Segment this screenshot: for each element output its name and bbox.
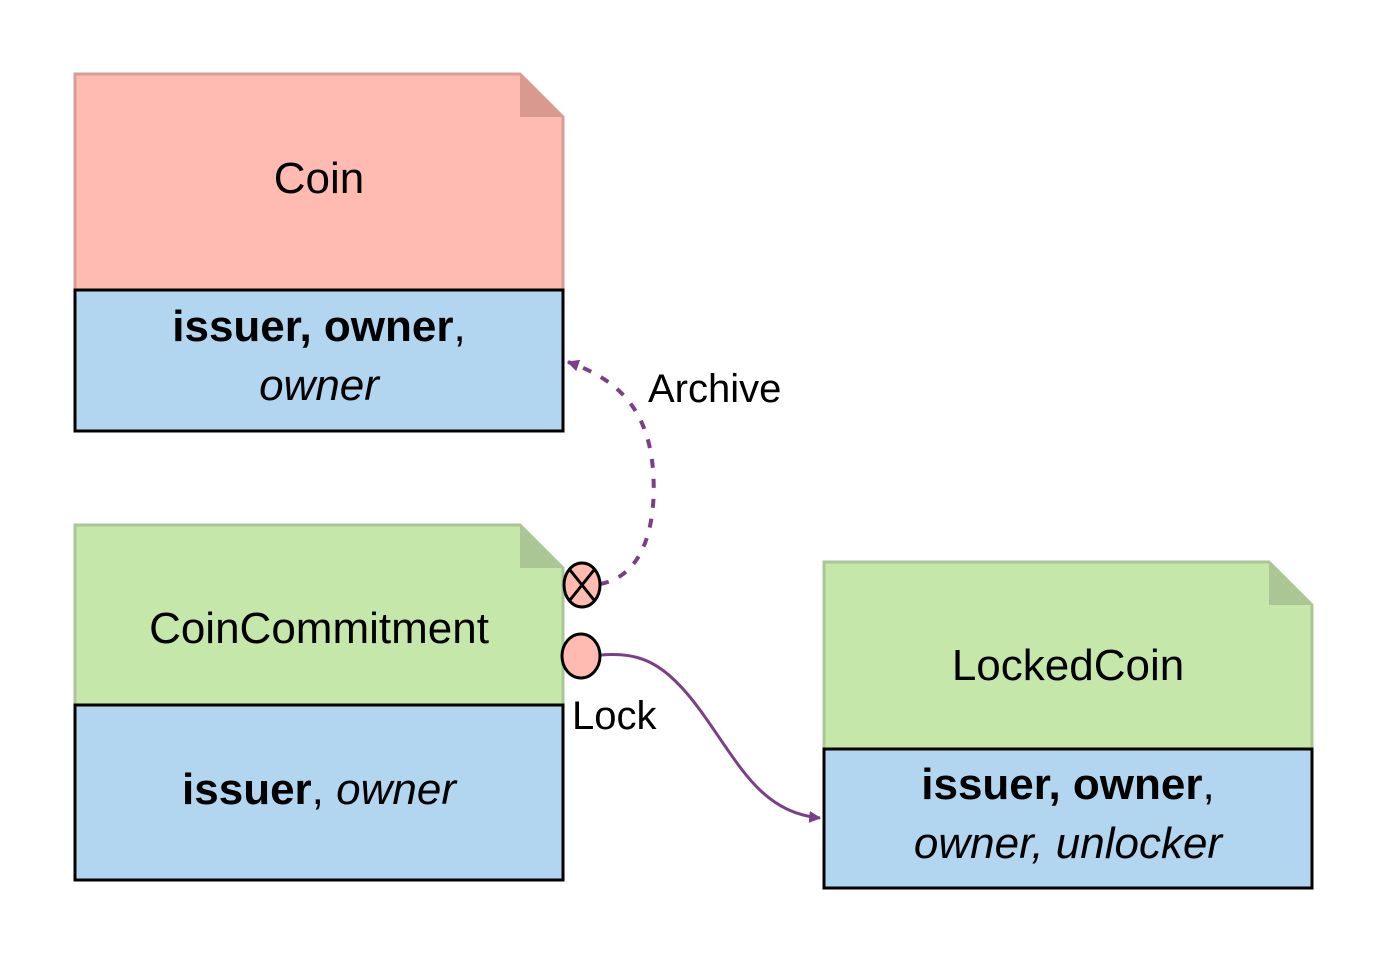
italic-fields: owner	[336, 765, 458, 814]
cross-circle-icon[interactable]	[562, 561, 602, 609]
separator: ,	[1203, 760, 1215, 809]
coin-title: Coin	[274, 154, 365, 203]
coin-commitment-title: CoinCommitment	[149, 604, 489, 653]
edge-archive[interactable]: Archive	[562, 359, 781, 609]
edge-lock[interactable]: Lock	[560, 632, 822, 823]
coin-header	[73, 72, 565, 292]
locked-coin-header	[822, 560, 1314, 751]
fold-corner	[520, 74, 563, 117]
coin-body	[73, 288, 565, 433]
bold-fields: issuer	[182, 765, 312, 814]
coin-fields-line1: issuer, owner,	[172, 302, 465, 351]
archive-label: Archive	[648, 367, 781, 411]
locked-coin-fields-line2: owner, unlocker	[914, 819, 1225, 868]
separator: ,	[454, 302, 466, 351]
locked-coin-fields-line1: issuer, owner,	[921, 760, 1214, 809]
node-locked-coin[interactable]: LockedCoin issuer, owner, owner, unlocke…	[822, 560, 1314, 890]
separator: ,	[312, 765, 336, 814]
bold-fields: issuer, owner	[921, 760, 1202, 809]
coin-fields-line2: owner	[259, 361, 381, 410]
bold-fields: issuer, owner	[172, 302, 453, 351]
fold-corner	[1269, 562, 1312, 605]
node-coin-commitment[interactable]: CoinCommitment issuer, owner	[73, 523, 565, 882]
lock-label: Lock	[572, 694, 657, 738]
archive-arrow	[566, 359, 656, 586]
coin-commitment-body	[73, 703, 565, 882]
circle-icon[interactable]	[560, 632, 602, 680]
coin-commitment-header	[73, 523, 565, 707]
node-coin[interactable]: Coin issuer, owner, owner	[73, 72, 565, 433]
locked-coin-body	[822, 747, 1314, 890]
lock-arrow	[600, 653, 822, 823]
coin-commitment-fields: issuer, owner	[182, 765, 458, 814]
fold-corner	[520, 525, 563, 568]
locked-coin-title: LockedCoin	[952, 641, 1184, 690]
